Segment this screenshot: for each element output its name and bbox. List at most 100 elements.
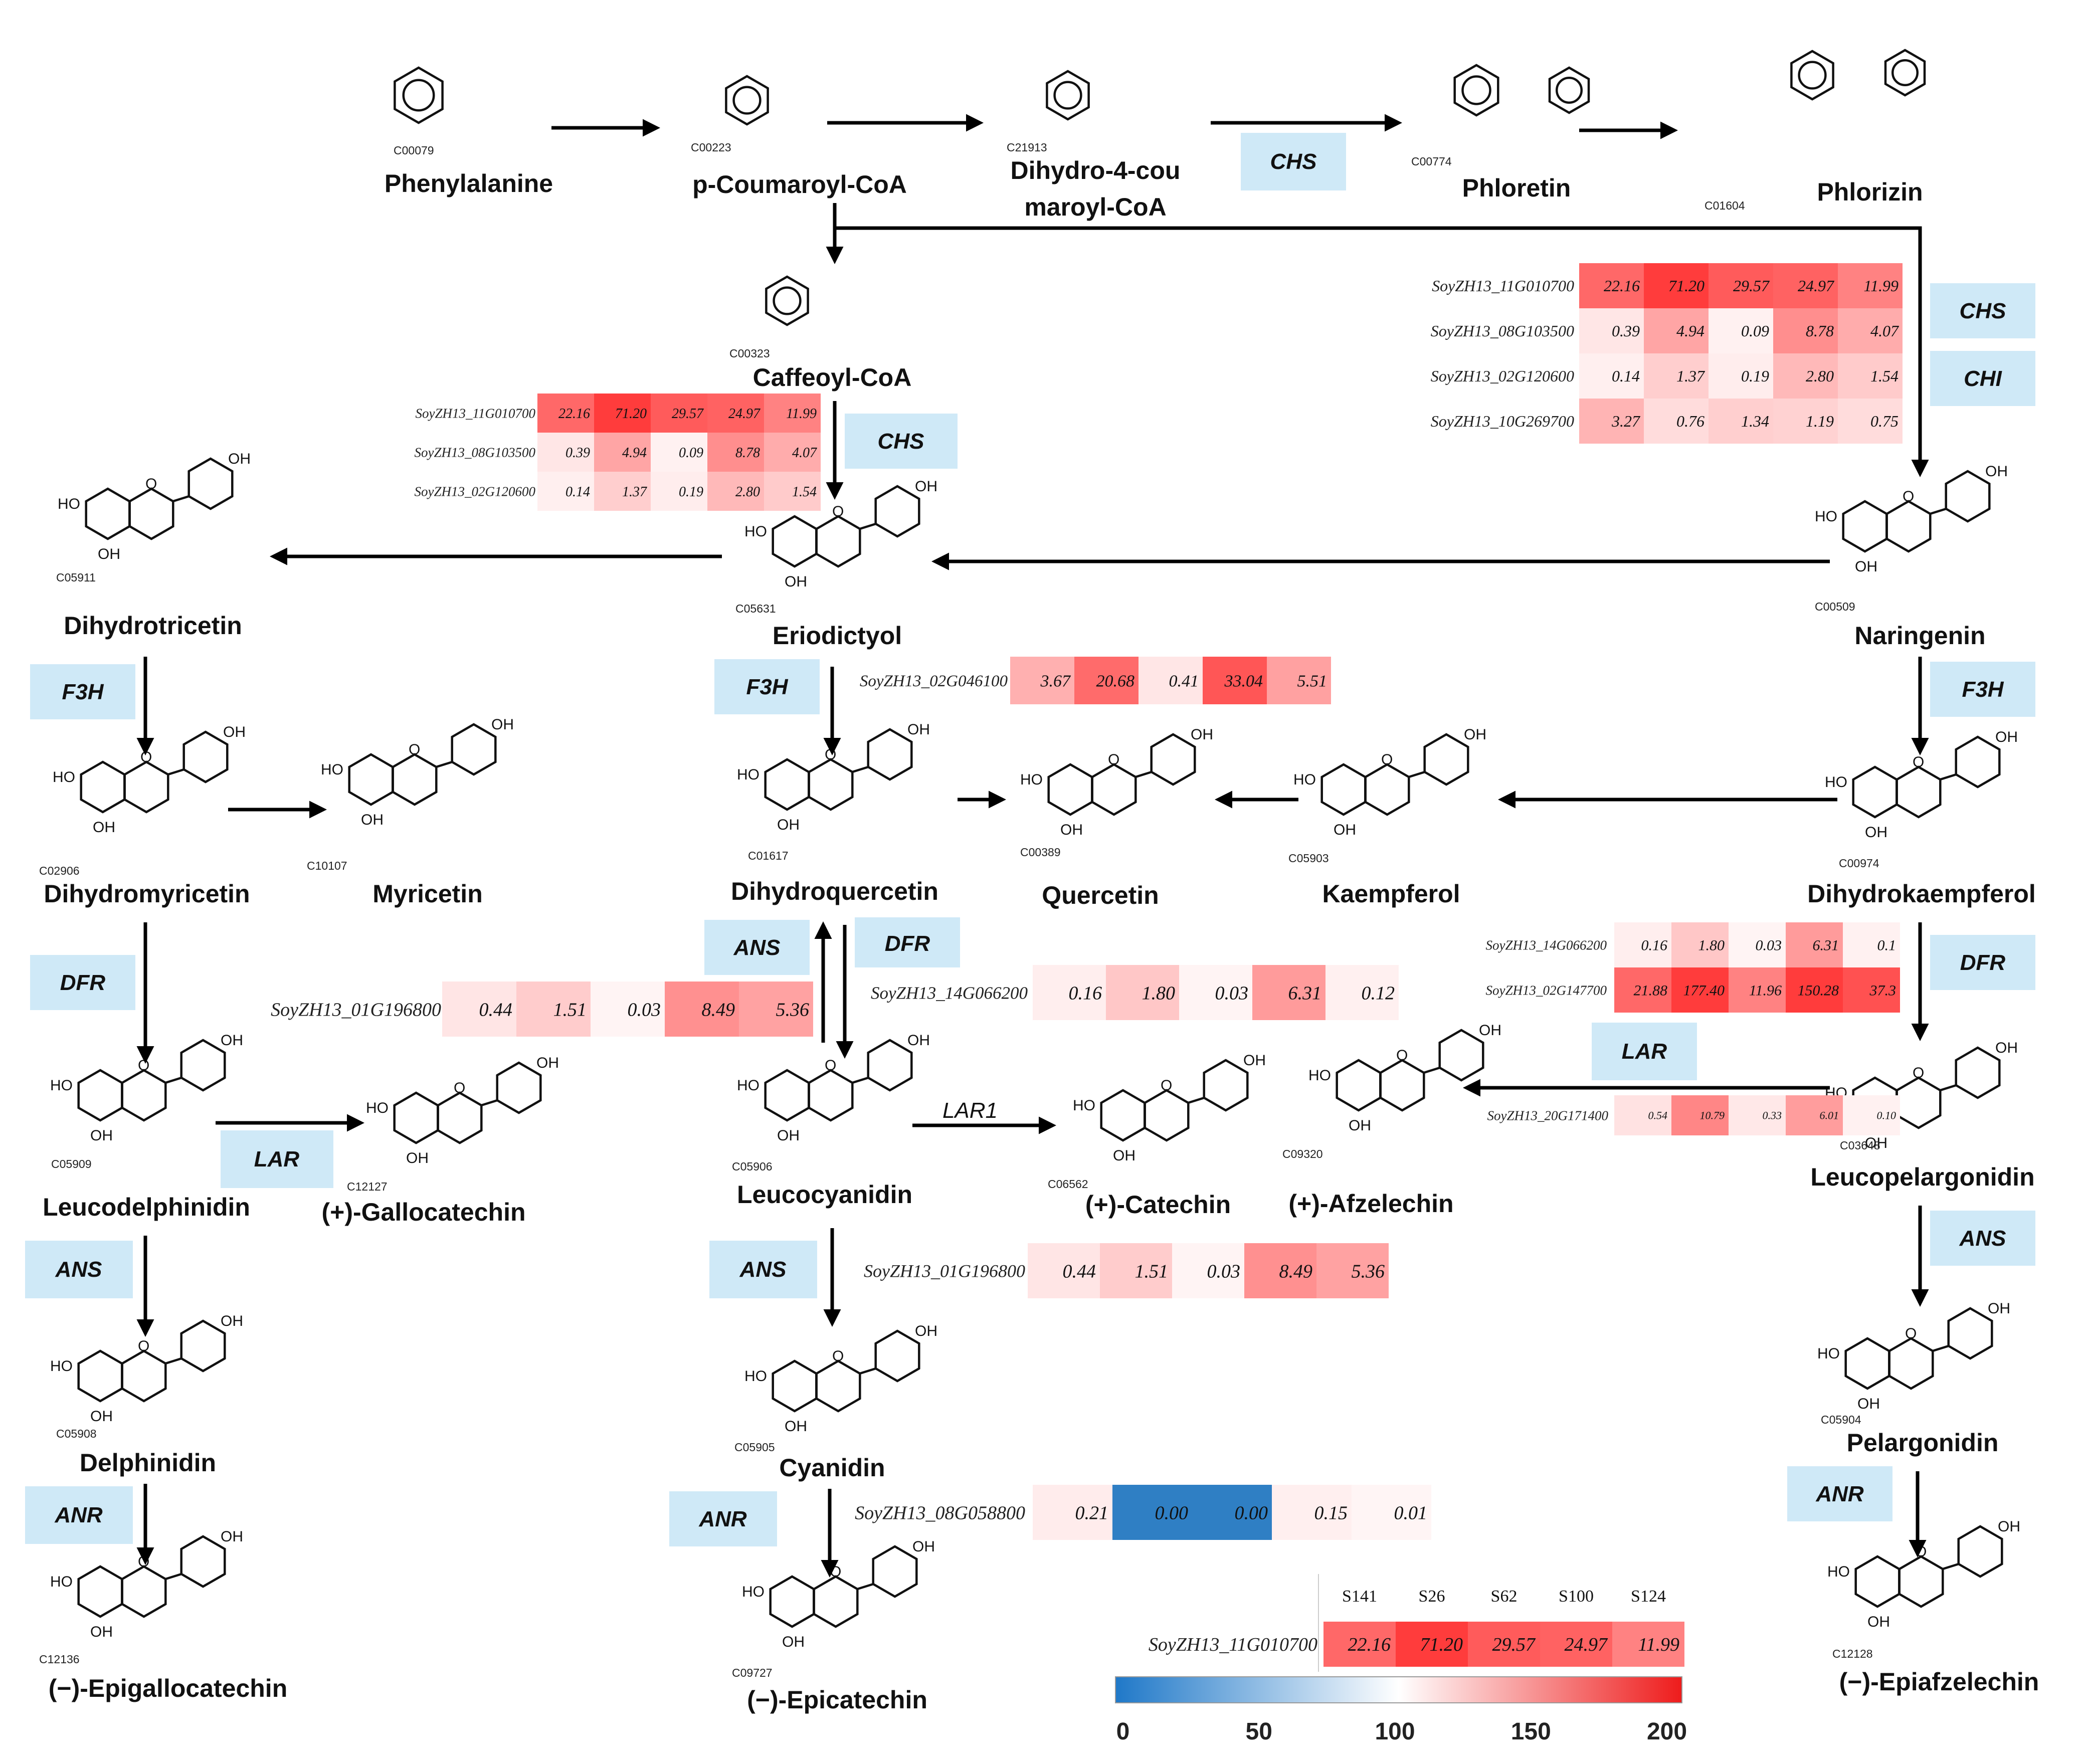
- svg-text:HO: HO: [366, 1100, 389, 1116]
- enzyme-anr-left: ANR: [25, 1486, 133, 1544]
- heat-cell: [764, 394, 821, 433]
- heat-cell: [1671, 1095, 1729, 1135]
- caffeoyl-structure: [765, 275, 809, 326]
- enzyme-lar1: LAR1: [942, 1098, 998, 1123]
- heat-value: 0.09: [1741, 322, 1769, 340]
- heat-cell: [1074, 657, 1139, 704]
- svg-text:OH: OH: [221, 1032, 243, 1049]
- name-pelargonidin: Pelargonidin: [1847, 1429, 1999, 1457]
- svg-text:CHS: CHS: [878, 429, 924, 454]
- svg-text:OH: OH: [406, 1150, 429, 1166]
- kegg-dihydrokaempferol: C00974: [1839, 857, 1879, 870]
- svg-text:HO: HO: [742, 1584, 765, 1600]
- kegg-kaempferol: C05903: [1288, 852, 1329, 865]
- gene-label: SoyZH13_02G147700: [1486, 983, 1607, 998]
- sample-label: S100: [1559, 1587, 1594, 1606]
- svg-text:F3H: F3H: [1962, 677, 2004, 702]
- scale-tick: 50: [1246, 1718, 1272, 1745]
- heat-value: 0.76: [1676, 412, 1704, 430]
- heat-value: 2.80: [1806, 367, 1834, 385]
- heat-value: 3.27: [1611, 412, 1641, 430]
- heat-value: 3.67: [1040, 672, 1072, 690]
- heat-cell: [651, 433, 707, 472]
- svg-text:HO: HO: [737, 766, 760, 783]
- enzyme-dfr-mid: DFR: [855, 917, 960, 967]
- heat-cell: [1272, 1485, 1352, 1540]
- enzyme-ans-right: ANS: [1930, 1211, 2035, 1266]
- svg-text:OH: OH: [1464, 726, 1486, 743]
- gene-label: SoyZH13_14G066200: [871, 983, 1028, 1003]
- enzyme-chs-mid: CHS: [845, 414, 958, 469]
- svg-text:O: O: [825, 1057, 836, 1074]
- phlorizin-a-ring: [1790, 50, 1834, 101]
- reaction-arrows: [136, 114, 1929, 1578]
- heat-value: 21.88: [1634, 983, 1668, 999]
- heat-cell: [1316, 1243, 1389, 1298]
- svg-text:HO: HO: [744, 1368, 767, 1385]
- svg-text:O: O: [1913, 754, 1924, 770]
- svg-text:OH: OH: [1995, 729, 2018, 745]
- heat-cell: [594, 394, 651, 433]
- heat-value: 177.40: [1683, 983, 1725, 999]
- svg-text:HO: HO: [58, 496, 80, 512]
- heat-value: 1.37: [1676, 367, 1706, 385]
- heat-value: 0.75: [1870, 412, 1899, 430]
- svg-text:OH: OH: [491, 716, 514, 733]
- heat-value: 0.03: [1207, 1261, 1241, 1282]
- svg-text:CHI: CHI: [1964, 366, 2002, 391]
- heat-value: 1.80: [1698, 937, 1725, 954]
- heat-cell: [1729, 1095, 1786, 1135]
- gene-label: SoyZH13_02G120600: [415, 484, 536, 499]
- heat-value: 71.20: [615, 406, 647, 422]
- heat-cell: [1644, 308, 1709, 353]
- name-phlorizin: Phlorizin: [1817, 178, 1923, 206]
- heat-cell: [1203, 657, 1267, 704]
- svg-text:OH: OH: [1865, 1135, 1887, 1151]
- heat-cell: [1612, 1622, 1684, 1667]
- name-phenylalanine: Phenylalanine: [385, 169, 553, 198]
- heat-value: 8.78: [1806, 322, 1834, 340]
- kegg-dihydro-coumaroyl: C21913: [1007, 141, 1047, 154]
- gene-label: SoyZH13_02G120600: [1431, 367, 1574, 385]
- heat-value: 11.96: [1749, 983, 1782, 999]
- svg-text:HO: HO: [744, 523, 767, 540]
- heat-cell: [1139, 657, 1203, 704]
- svg-text:ANR: ANR: [54, 1503, 103, 1527]
- kegg-leucodelphinidin: C05909: [51, 1157, 92, 1170]
- kegg-gallocatechin: C12127: [347, 1180, 388, 1193]
- heat-value: 22.16: [558, 406, 590, 422]
- heat-cell: [1773, 308, 1838, 353]
- heat-cell: [1644, 263, 1709, 308]
- heat-cell: [1100, 1243, 1172, 1298]
- kegg-dihydroquercetin: C01617: [748, 849, 789, 862]
- heat-value: 0.03: [1215, 983, 1249, 1004]
- heat-cell: [707, 433, 764, 472]
- svg-text:O: O: [1905, 1325, 1917, 1342]
- heat-value: 24.97: [728, 406, 761, 422]
- name-dihydromyricetin: Dihydromyricetin: [44, 880, 250, 908]
- heat-cell: [764, 472, 821, 511]
- heat-cell: [1540, 1622, 1612, 1667]
- heat-value: 0.19: [1741, 367, 1769, 385]
- svg-text:O: O: [1903, 488, 1914, 505]
- kegg-epiafzelechin: C12128: [1832, 1647, 1873, 1660]
- kegg-leucocyanidin: C05906: [732, 1160, 773, 1173]
- gene-label: SoyZH13_08G103500: [415, 445, 536, 460]
- svg-text:O: O: [1381, 751, 1393, 768]
- heat-value: 37.3: [1869, 983, 1897, 999]
- svg-text:OH: OH: [93, 819, 115, 836]
- svg-text:CHS: CHS: [1960, 299, 2006, 323]
- scale-tick: 100: [1375, 1718, 1415, 1745]
- name-eriodictyol: Eriodictyol: [773, 622, 902, 650]
- svg-text:OH: OH: [90, 1127, 113, 1144]
- svg-text:OH: OH: [785, 573, 807, 590]
- name-delphinidin: Delphinidin: [80, 1449, 216, 1477]
- heat-cell: [1468, 1622, 1540, 1667]
- heat-value: 8.49: [1279, 1261, 1313, 1282]
- heat-cell: [1838, 353, 1903, 399]
